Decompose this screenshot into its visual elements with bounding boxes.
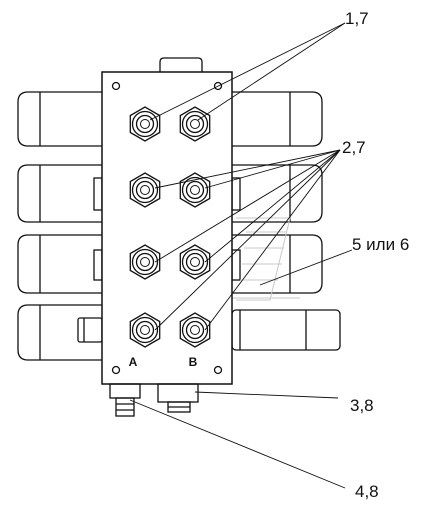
- left-solenoid-coils: [18, 92, 102, 360]
- callout-4-8: 4,8: [355, 483, 379, 500]
- leader-line-3-8: [195, 392, 338, 398]
- manual-lever-body: [232, 310, 340, 350]
- fitting-right: [158, 384, 198, 412]
- callout-2-7: 2,7: [342, 139, 366, 156]
- left-side-nut: [78, 318, 102, 342]
- leader-line-5-6: [260, 250, 352, 285]
- callout-3-8: 3,8: [350, 397, 374, 414]
- leader-line-4-8: [130, 400, 345, 488]
- fitting-left: [110, 384, 140, 416]
- valve-body-plate: [102, 72, 232, 384]
- port-label-a: A: [129, 355, 138, 369]
- port-label-b: B: [189, 355, 198, 369]
- callout-5-or-6: 5 или 6: [352, 236, 409, 253]
- top-mounting-tab: [160, 58, 202, 72]
- callout-1-7: 1,7: [345, 10, 369, 27]
